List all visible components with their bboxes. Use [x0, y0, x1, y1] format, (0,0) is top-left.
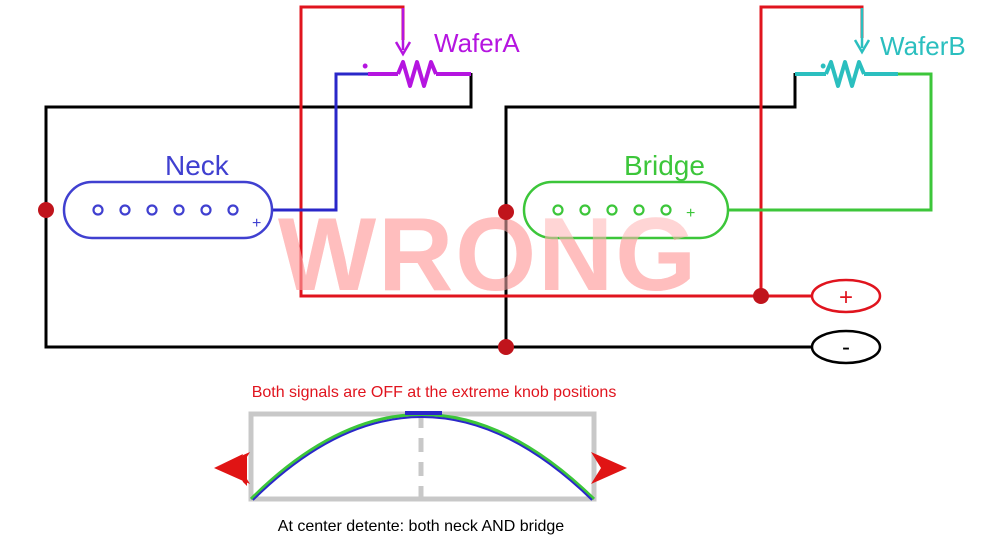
single-coil-pickup-icon — [62, 180, 274, 240]
wafer-b-wiper-dot: • — [820, 56, 826, 76]
taper-graph — [248, 411, 597, 502]
neck-signal-wire — [272, 72, 368, 212]
output-plus-terminal: + — [810, 278, 882, 314]
neck-taper-curve — [252, 416, 593, 501]
left-arrow-icon — [214, 452, 250, 484]
wafer-a-potentiometer: • — [362, 8, 471, 88]
junction-dot-icon — [498, 204, 514, 220]
bridge-signal-wire — [728, 72, 933, 212]
neck-label: Neck — [165, 150, 230, 181]
junction-dot-icon — [38, 202, 54, 218]
output-plus-label: + — [839, 284, 853, 311]
single-coil-pickup-icon — [522, 180, 730, 240]
bridge-plus-label: + — [686, 205, 695, 222]
note-top: Both signals are OFF at the extreme knob… — [252, 384, 617, 401]
bridge-pickup: + — [522, 180, 730, 240]
junction-dot-icon — [753, 288, 769, 304]
output-minus-terminal: - — [810, 329, 882, 365]
wafer-a-wiper-dot: • — [362, 56, 368, 76]
neck-pickup: + — [62, 180, 274, 240]
neck-plus-label: + — [252, 215, 261, 232]
wafer-b-potentiometer: • — [795, 8, 898, 88]
ground-wires — [44, 73, 815, 349]
note-bottom: At center detente: both neck AND bridge — [278, 518, 565, 535]
wafer-b-label: WaferB — [880, 31, 966, 61]
potentiometer-icon — [368, 60, 471, 88]
junction-dot-icon — [498, 339, 514, 355]
right-arrow-icon — [591, 452, 627, 484]
wrong-watermark-overlay: WRONG — [278, 197, 698, 313]
wafer-a-label: WaferA — [434, 28, 520, 58]
potentiometer-icon — [795, 60, 898, 88]
bridge-label: Bridge — [624, 150, 705, 181]
output-minus-label: - — [842, 334, 850, 361]
